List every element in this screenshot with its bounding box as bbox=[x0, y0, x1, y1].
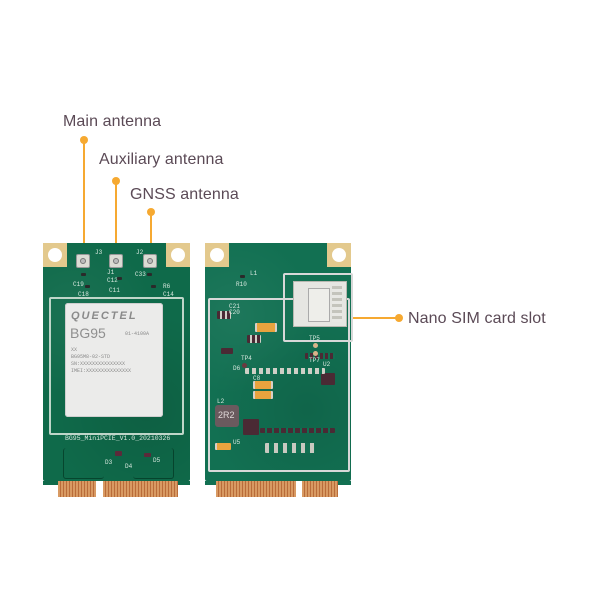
gnss-antenna-leader bbox=[150, 212, 152, 254]
silk-ref: C11 bbox=[109, 287, 120, 294]
nano-sim-slot-label: Nano SIM card slot bbox=[408, 310, 546, 327]
back-pcb-board: L1 R10 2R2 C21 C20 TP4 D6 TP5 TP7 U2 L2 … bbox=[205, 243, 353, 481]
smd-component bbox=[245, 368, 325, 374]
smd-component bbox=[117, 277, 122, 280]
ic-chip bbox=[243, 419, 259, 435]
gnss-antenna-label: GNSS antenna bbox=[130, 186, 239, 203]
smd-component bbox=[305, 353, 335, 359]
gnss-antenna-connector bbox=[143, 254, 157, 268]
main-antenna-label: Main antenna bbox=[63, 113, 162, 130]
pcb-edge bbox=[205, 481, 216, 485]
auxiliary-antenna-leader bbox=[115, 181, 117, 254]
silk-ref: C12 bbox=[107, 277, 118, 284]
nano-sim-slot-marker bbox=[395, 314, 403, 322]
module-line4: IMEI:XXXXXXXXXXXXXXX bbox=[71, 368, 132, 374]
silk-ref: L2 bbox=[217, 398, 225, 405]
silk-ref: D3 bbox=[105, 459, 113, 466]
module-brand: QUECTEL bbox=[71, 310, 138, 322]
smd-component bbox=[151, 285, 156, 288]
led bbox=[144, 453, 151, 457]
silk-ref: U5 bbox=[233, 439, 241, 446]
front-edge-connector-right bbox=[103, 481, 178, 497]
module-line2: BG95M8-02-STD bbox=[71, 354, 111, 360]
sim-tray bbox=[308, 288, 330, 322]
smd-resistor-array bbox=[265, 443, 315, 453]
led bbox=[115, 451, 122, 456]
nano-sim-slot-leader bbox=[330, 317, 398, 319]
mounting-hole bbox=[171, 248, 185, 262]
module-line1: XX bbox=[71, 347, 78, 353]
module-code: 01-4100A bbox=[125, 331, 150, 337]
silk-ref: TP5 bbox=[309, 335, 320, 342]
silk-ref: J3 bbox=[95, 249, 103, 256]
tantalum-capacitor bbox=[253, 391, 273, 399]
smd-component bbox=[240, 275, 245, 278]
mounting-hole bbox=[332, 248, 346, 262]
silk-ref: J2 bbox=[136, 249, 144, 256]
mounting-hole bbox=[48, 248, 62, 262]
silk-ref: R6 bbox=[163, 283, 171, 290]
ic-chip bbox=[321, 373, 335, 385]
tantalum-capacitor bbox=[255, 323, 277, 332]
smd-component bbox=[217, 311, 231, 319]
silk-ref: C20 bbox=[229, 309, 240, 316]
mounting-pad-left bbox=[43, 243, 67, 267]
main-antenna-connector bbox=[76, 254, 90, 268]
silk-ref: TP7 bbox=[309, 357, 320, 364]
nano-sim-card-slot[interactable] bbox=[293, 281, 347, 327]
silk-ref: D4 bbox=[125, 463, 133, 470]
silk-ref: C8 bbox=[253, 375, 261, 382]
pcb-trace bbox=[63, 448, 104, 479]
rf-shield-outline bbox=[208, 298, 350, 472]
front-pcb-board: J3 J1 J2 C19 C18 C12 C11 C33 R6 C14 QUEC… bbox=[43, 243, 190, 481]
smd-component bbox=[147, 273, 152, 276]
silk-ref: J1 bbox=[107, 269, 115, 276]
smd-resistor-array bbox=[260, 428, 335, 433]
pcb-edge bbox=[43, 481, 58, 485]
pcb-edge bbox=[178, 481, 190, 485]
mounting-hole bbox=[210, 248, 224, 262]
board-silkscreen: BG95_MiniPCIE_V1.0_20210326 bbox=[65, 435, 171, 442]
inductor-label: 2R2 bbox=[218, 410, 235, 420]
module-outline bbox=[49, 297, 184, 435]
smd-component bbox=[81, 273, 86, 276]
smd-component bbox=[247, 335, 261, 343]
main-antenna-leader bbox=[83, 140, 85, 254]
silk-ref: C14 bbox=[163, 291, 174, 298]
power-inductor: 2R2 bbox=[215, 405, 239, 427]
tantalum-capacitor bbox=[215, 443, 231, 450]
silk-ref: C33 bbox=[135, 271, 146, 278]
smd-component bbox=[85, 285, 90, 288]
test-point bbox=[242, 363, 247, 368]
silk-ref: C19 bbox=[73, 281, 84, 288]
silk-ref: R10 bbox=[236, 281, 247, 288]
sim-area-outline bbox=[283, 273, 353, 342]
tantalum-capacitor bbox=[253, 381, 273, 389]
silk-ref: TP4 bbox=[241, 355, 252, 362]
ic-chip bbox=[221, 348, 233, 354]
silk-ref: D5 bbox=[153, 457, 161, 464]
silk-ref: U2 bbox=[323, 361, 331, 368]
mounting-pad-left bbox=[205, 243, 229, 267]
mounting-pad-right bbox=[327, 243, 351, 267]
pcb-trace bbox=[133, 448, 174, 479]
sim-contacts bbox=[332, 286, 342, 322]
test-point bbox=[313, 351, 318, 356]
back-edge-connector-right bbox=[302, 481, 338, 497]
quectel-bg95-module: QUECTEL BG95 01-4100A XX BG95M8-02-STD S… bbox=[65, 303, 163, 417]
silk-ref: L1 bbox=[250, 270, 258, 277]
back-edge-connector-left bbox=[216, 481, 296, 497]
test-point bbox=[313, 343, 318, 348]
silk-ref: C21 bbox=[229, 303, 240, 310]
module-line3: SN:XXXXXXXXXXXXXXX bbox=[71, 361, 126, 367]
pcb-edge bbox=[338, 481, 351, 485]
auxiliary-antenna-connector bbox=[109, 254, 123, 268]
auxiliary-antenna-label: Auxiliary antenna bbox=[99, 151, 224, 168]
mounting-pad-right bbox=[166, 243, 190, 267]
module-model: BG95 bbox=[70, 325, 106, 341]
silk-ref: C18 bbox=[78, 291, 89, 298]
front-edge-connector-left bbox=[58, 481, 96, 497]
silk-ref: D6 bbox=[233, 365, 241, 372]
